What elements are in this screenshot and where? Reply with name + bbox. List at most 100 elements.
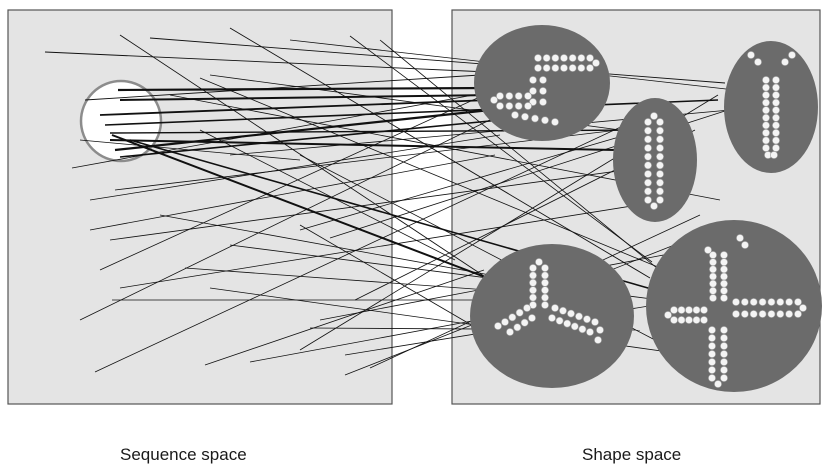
mapping-line — [111, 134, 499, 283]
bead — [644, 144, 652, 152]
bead — [541, 271, 549, 280]
bead — [772, 113, 780, 122]
bead — [708, 358, 716, 366]
mapping-line — [44, 51, 489, 73]
bead — [551, 118, 559, 126]
shape-blob-b — [613, 98, 697, 222]
bead — [529, 278, 537, 287]
bead — [762, 76, 770, 84]
bead — [720, 334, 728, 342]
bead — [644, 196, 652, 204]
bead — [772, 98, 780, 107]
bead — [708, 326, 716, 334]
bead — [592, 59, 600, 67]
bead — [720, 326, 728, 334]
mapping-line — [71, 91, 491, 169]
bead — [568, 54, 577, 62]
bead — [541, 264, 549, 272]
bead — [644, 135, 652, 144]
bead — [670, 316, 678, 324]
bead — [709, 279, 717, 288]
bead — [776, 310, 785, 318]
bead — [644, 187, 652, 196]
mapping-line — [299, 224, 481, 331]
mapping-line — [79, 139, 301, 161]
bead — [577, 64, 586, 72]
bead — [720, 272, 728, 281]
bead — [551, 304, 559, 312]
bead — [740, 310, 749, 318]
mapping-line — [99, 99, 491, 116]
bead — [496, 92, 504, 100]
mapping-line — [89, 154, 496, 231]
bead — [714, 380, 722, 388]
mapping-lines — [44, 27, 736, 376]
bead — [685, 316, 693, 324]
bead — [539, 76, 547, 84]
mapping-line — [299, 127, 651, 231]
bead — [720, 251, 728, 259]
bead — [494, 322, 502, 330]
bead — [656, 135, 664, 144]
bead — [656, 144, 664, 152]
bead — [496, 102, 504, 110]
bead — [754, 58, 762, 66]
bead — [591, 318, 599, 326]
shape-blobs — [470, 25, 822, 392]
bead — [586, 54, 594, 62]
bead — [541, 116, 549, 125]
bead — [513, 323, 522, 332]
bead — [704, 246, 712, 254]
bead — [762, 98, 770, 107]
bead — [560, 64, 568, 72]
bead — [541, 293, 549, 302]
bead — [692, 316, 701, 324]
bead — [524, 92, 532, 100]
bead — [656, 170, 664, 178]
bead — [772, 136, 780, 145]
bead — [541, 301, 549, 309]
shape-blob-e — [646, 220, 822, 392]
bead — [794, 298, 802, 306]
mapping-line — [149, 37, 726, 84]
bead — [534, 54, 542, 62]
mapping-line — [94, 117, 641, 373]
bead — [708, 366, 716, 374]
bead — [656, 178, 664, 187]
bead — [664, 311, 672, 319]
bead — [650, 202, 658, 210]
mapping-line — [89, 134, 501, 201]
bead — [762, 106, 770, 115]
bead — [677, 306, 686, 314]
bead — [644, 161, 652, 170]
bead — [720, 358, 728, 366]
bead — [708, 374, 716, 382]
bead — [799, 304, 807, 312]
bead — [548, 314, 556, 322]
bead — [644, 126, 652, 135]
bead — [644, 170, 652, 178]
bead — [762, 91, 770, 100]
bead — [541, 286, 549, 295]
bead — [575, 312, 583, 321]
bead — [555, 316, 564, 325]
bead — [644, 152, 652, 161]
bead — [762, 121, 770, 130]
bead — [501, 318, 509, 326]
bead — [670, 306, 678, 314]
bead — [568, 64, 577, 72]
bead — [785, 310, 794, 318]
bead — [762, 128, 770, 137]
bead — [535, 258, 543, 266]
bead — [529, 286, 537, 295]
bead — [570, 322, 579, 331]
bead — [762, 144, 770, 152]
bead — [586, 328, 594, 336]
bead — [720, 294, 728, 302]
mapping-line — [199, 129, 456, 261]
bead — [749, 298, 758, 306]
bead — [720, 366, 728, 374]
bead — [524, 102, 532, 110]
bead — [505, 92, 514, 100]
bead — [720, 265, 728, 274]
